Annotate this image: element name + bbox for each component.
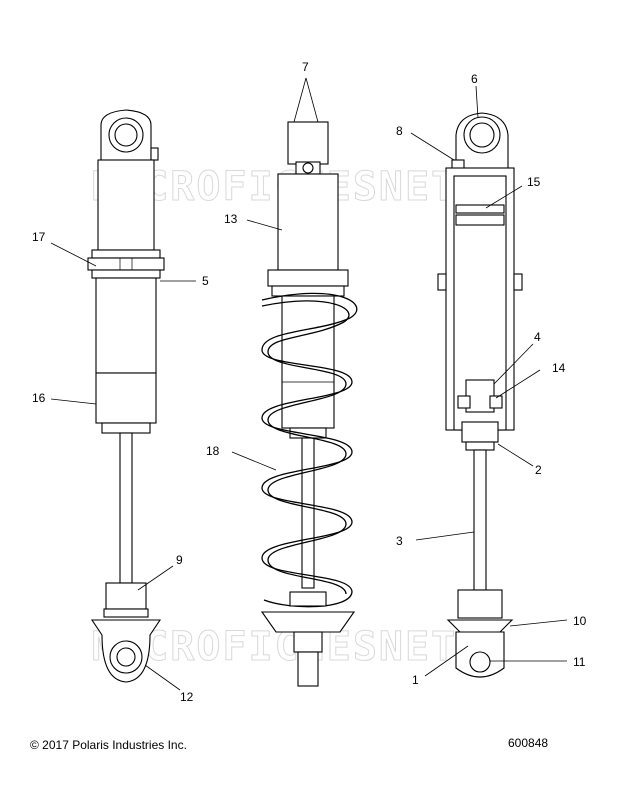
callout-8: 8	[396, 124, 403, 138]
left-shock-assembly	[87, 109, 165, 683]
callout-16: 16	[32, 391, 46, 405]
callout-15: 15	[527, 175, 541, 189]
callout-10: 10	[573, 614, 587, 628]
figure-number: 600848	[508, 736, 549, 750]
callout-14: 14	[552, 361, 566, 375]
callout-5: 5	[202, 274, 209, 288]
callout-7: 7	[302, 60, 309, 74]
leader-lines	[50, 77, 568, 691]
right-shock-cutaway	[437, 112, 523, 678]
callout-labels: 17 5 16 9 12 7 13 18 6 8 15 4 14 2 3 10 …	[32, 60, 587, 704]
copyright-text: © 2017 Polaris Industries Inc.	[30, 738, 187, 752]
callout-4: 4	[534, 330, 541, 344]
callout-3: 3	[396, 534, 403, 548]
callout-17: 17	[32, 230, 46, 244]
callout-1: 1	[412, 673, 419, 687]
center-shock-assembly	[260, 121, 358, 687]
callout-13: 13	[224, 212, 238, 226]
callout-6: 6	[471, 72, 478, 86]
callout-18: 18	[206, 444, 220, 458]
callout-12: 12	[180, 690, 194, 704]
callout-9: 9	[176, 553, 183, 567]
callout-2: 2	[535, 463, 542, 477]
callout-11: 11	[573, 655, 586, 669]
